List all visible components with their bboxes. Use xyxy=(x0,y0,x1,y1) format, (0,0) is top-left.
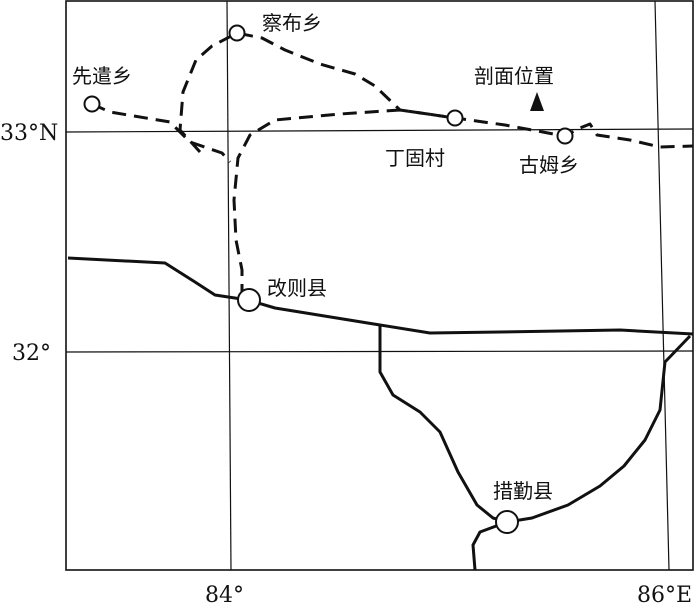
dashed-road-east xyxy=(232,108,694,298)
dashed-road-north-loop xyxy=(178,31,456,154)
label-profile-position: 剖面位置 xyxy=(474,64,554,88)
gridline-86e xyxy=(654,0,670,571)
boundary-line-north xyxy=(67,256,694,336)
road-spur-south xyxy=(471,520,508,571)
label-xianqian: 先遣乡 xyxy=(72,64,132,88)
map-frame xyxy=(65,0,694,571)
lat-label-32: 32° xyxy=(12,341,51,366)
profile-position-triangle-icon xyxy=(530,92,544,111)
label-chabu: 察布乡 xyxy=(262,11,322,35)
lon-label-84: 84° xyxy=(205,583,244,608)
label-cuoqin: 措勤县 xyxy=(493,479,553,503)
county-marker-gaize xyxy=(237,288,261,312)
label-gaize: 改则县 xyxy=(267,276,327,300)
label-dinggu: 丁固村 xyxy=(385,146,445,170)
gridline-33n xyxy=(65,128,694,133)
settlement-marker-dinggu xyxy=(446,109,464,127)
dashed-road-main xyxy=(91,102,232,163)
label-gumu: 古姆乡 xyxy=(519,153,579,177)
gridline-84e xyxy=(226,0,232,571)
settlement-marker-chabu xyxy=(228,24,246,42)
lon-label-86e: 86°E xyxy=(637,583,692,608)
settlement-marker-xianqian xyxy=(83,95,101,113)
county-marker-cuoqin xyxy=(495,510,519,534)
lat-label-33n: 33°N xyxy=(0,121,58,146)
settlement-marker-gumu xyxy=(556,127,574,145)
